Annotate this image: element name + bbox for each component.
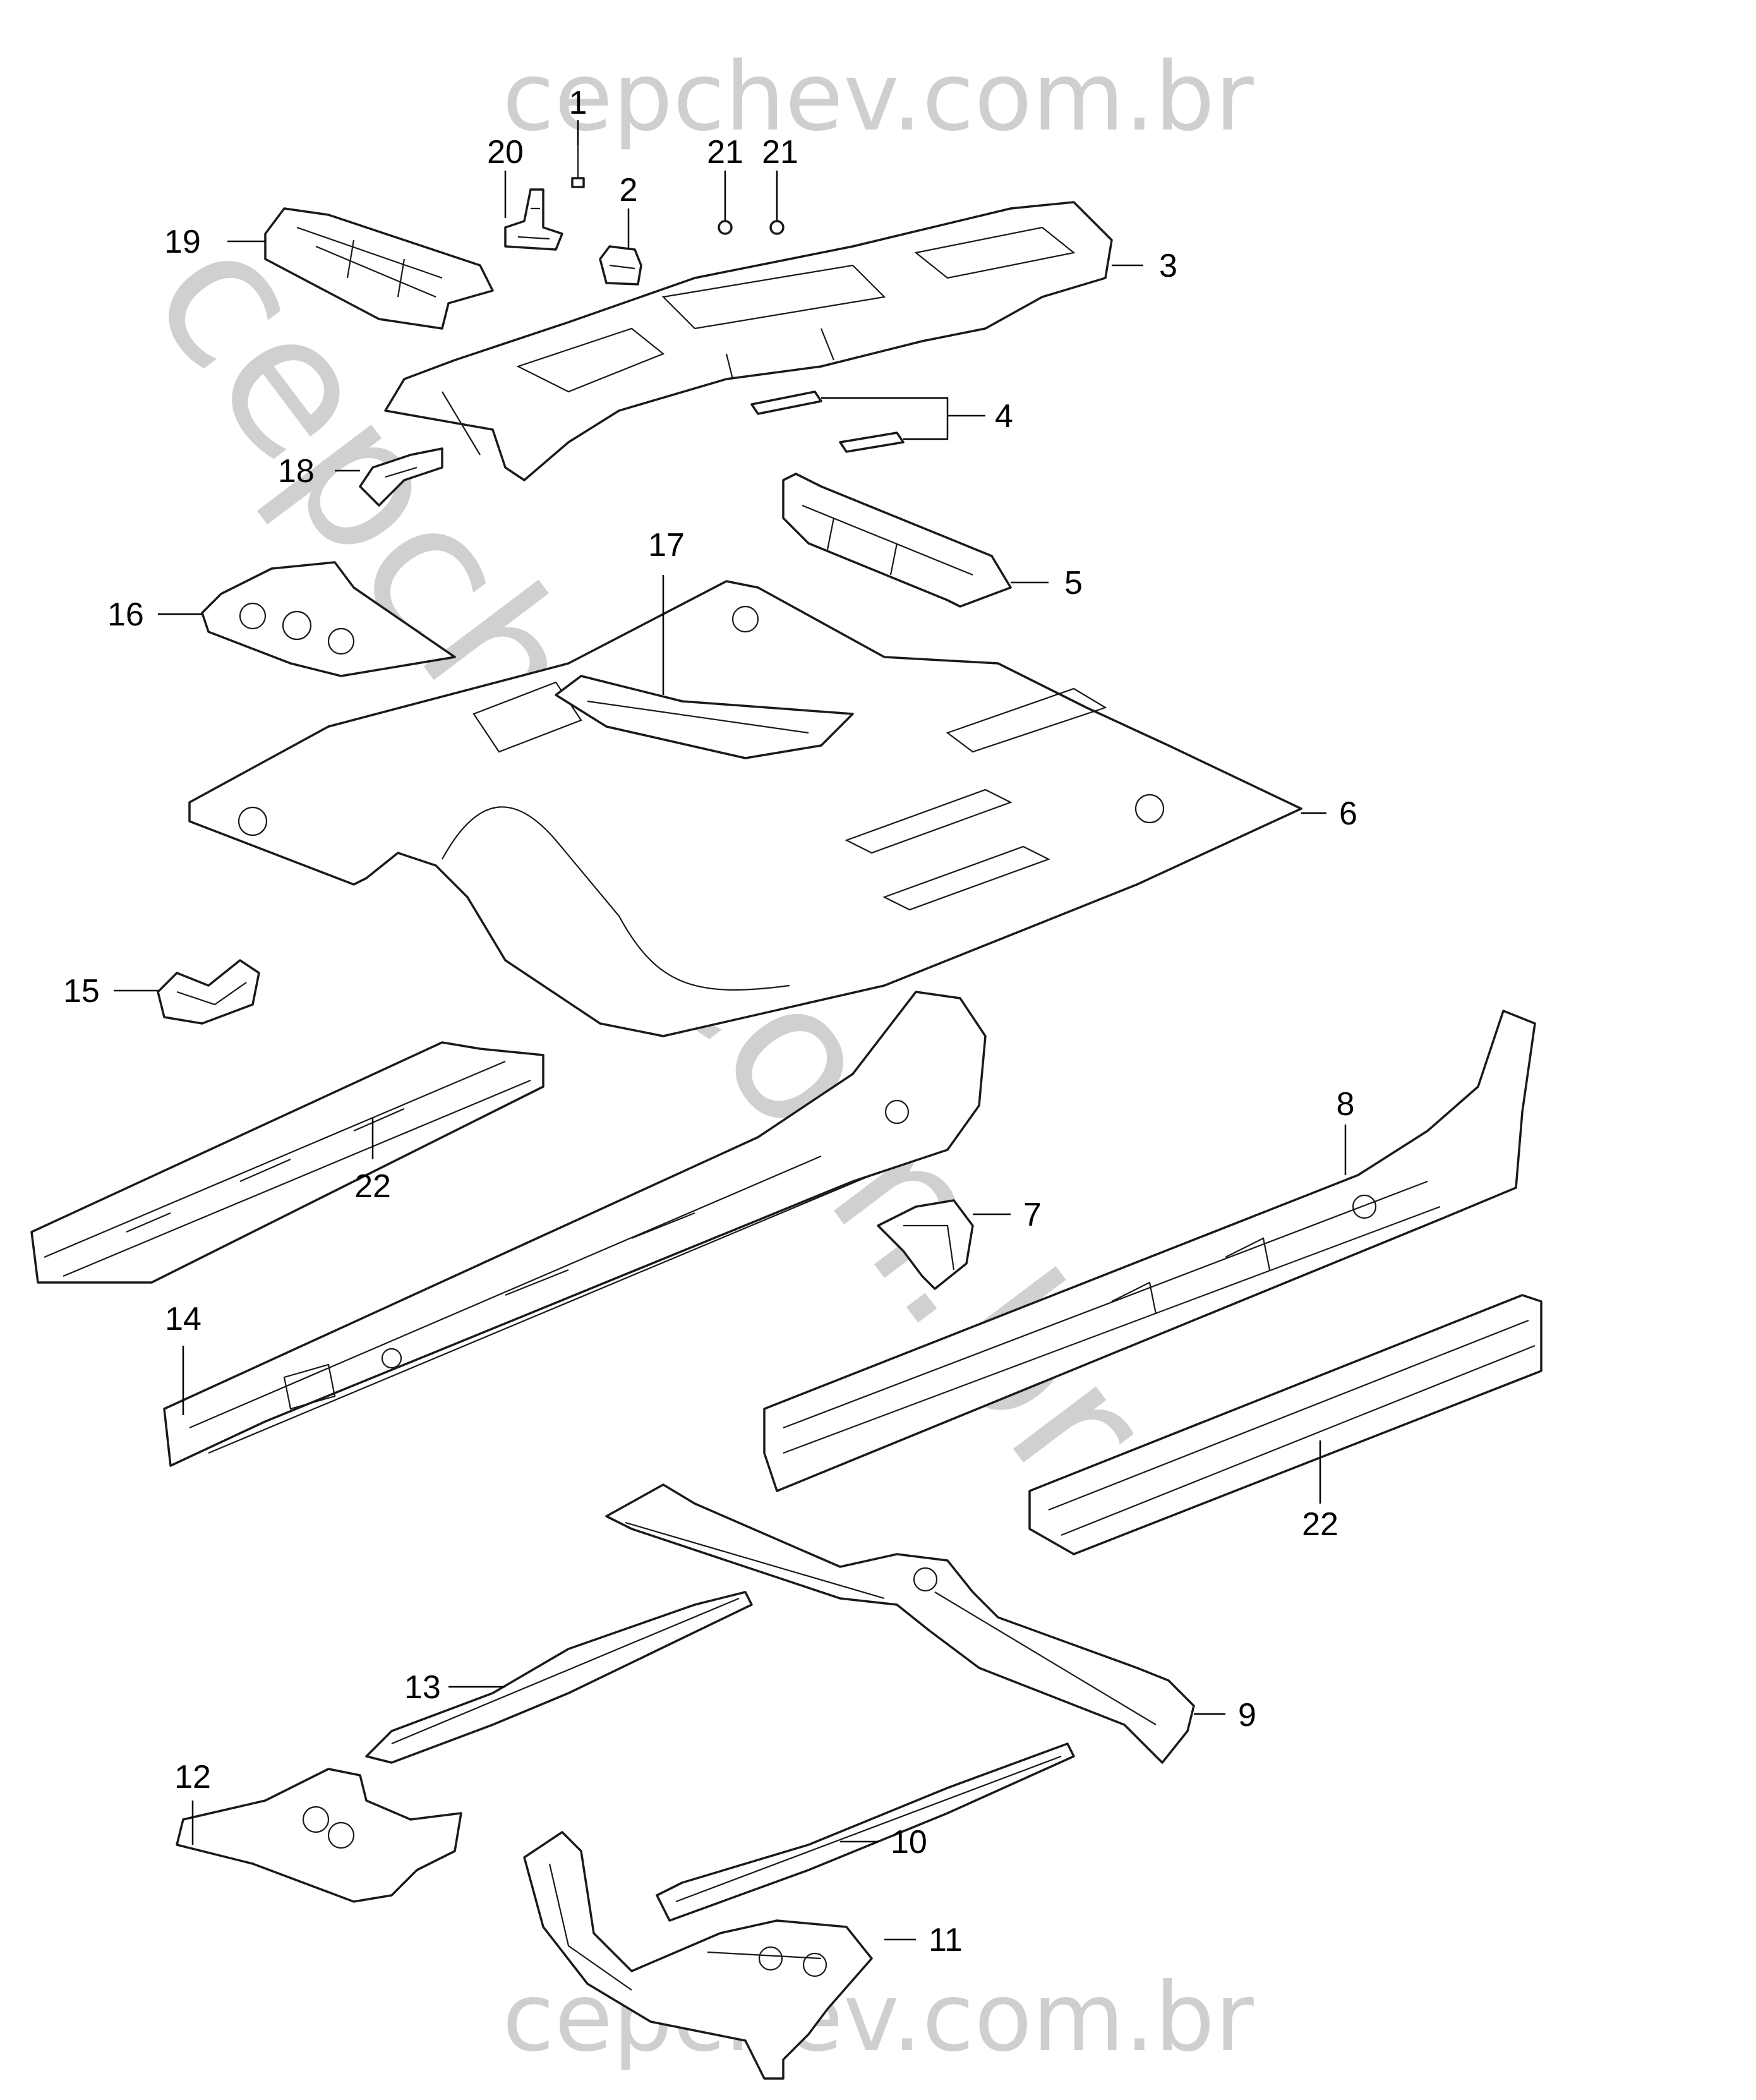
part-19-crossmember: [264, 207, 494, 330]
callout-21-right: 21: [762, 134, 798, 171]
part-8-rocker-right: [763, 1010, 1536, 1492]
callout-10: 10: [891, 1824, 927, 1861]
callout-labels: 1 2 3 4 5 6 7 8 9 10 11 12 13 14 15 16 1…: [63, 85, 1357, 1958]
callout-16: 16: [107, 596, 144, 633]
callout-6: 6: [1339, 795, 1357, 832]
leader-lines: [114, 120, 1347, 1941]
callout-14: 14: [165, 1301, 201, 1337]
callout-21-left: 21: [707, 134, 743, 171]
callout-12: 12: [174, 1759, 211, 1795]
callout-20: 20: [487, 134, 524, 171]
part-22-rocker-right: [1028, 1294, 1543, 1555]
callout-13: 13: [404, 1669, 441, 1706]
part-17-reinforcement: [555, 675, 854, 759]
part-7-bracket: [877, 1199, 974, 1290]
callout-5: 5: [1064, 565, 1083, 601]
callout-7: 7: [1023, 1197, 1042, 1233]
part-1-bolt: [571, 145, 585, 188]
part-16-reinforcement: [201, 561, 456, 677]
callout-9: 9: [1238, 1697, 1256, 1734]
part-22-rocker-left: [30, 1041, 544, 1284]
part-10-rail: [656, 1742, 1075, 1922]
callout-8: 8: [1337, 1086, 1355, 1123]
part-3-rear-floor: [384, 201, 1113, 481]
callout-17: 17: [648, 527, 685, 564]
part-21-nut-left: [718, 220, 733, 235]
part-5-crossmember: [782, 473, 1012, 608]
part-13-rail: [365, 1591, 753, 1764]
callout-18: 18: [278, 453, 315, 490]
part-12-plate: [176, 1768, 462, 1903]
watermark-top: cepchev.com.br: [502, 42, 1254, 152]
callout-2: 2: [620, 172, 638, 208]
part-11-front-rail: [523, 1831, 873, 2080]
part-21-nut-right: [769, 220, 785, 235]
callout-22-left: 22: [354, 1168, 391, 1205]
part-4-strips: [750, 390, 905, 453]
callout-22-right: 22: [1302, 1506, 1338, 1543]
part-15-bracket: [157, 959, 260, 1025]
callout-1: 1: [569, 85, 587, 121]
part-14-rocker-left: [163, 991, 987, 1467]
part-6-floor-panel: [188, 580, 1302, 1037]
callout-3: 3: [1159, 248, 1177, 284]
part-2-clip: [599, 245, 642, 286]
part-9-member: [605, 1483, 1195, 1764]
callout-19: 19: [164, 224, 201, 260]
part-20-bracket: [504, 188, 563, 251]
callout-11: 11: [929, 1922, 963, 1958]
part-18-bracket: [359, 447, 443, 507]
callout-4: 4: [995, 398, 1013, 435]
callout-15: 15: [63, 973, 100, 1010]
